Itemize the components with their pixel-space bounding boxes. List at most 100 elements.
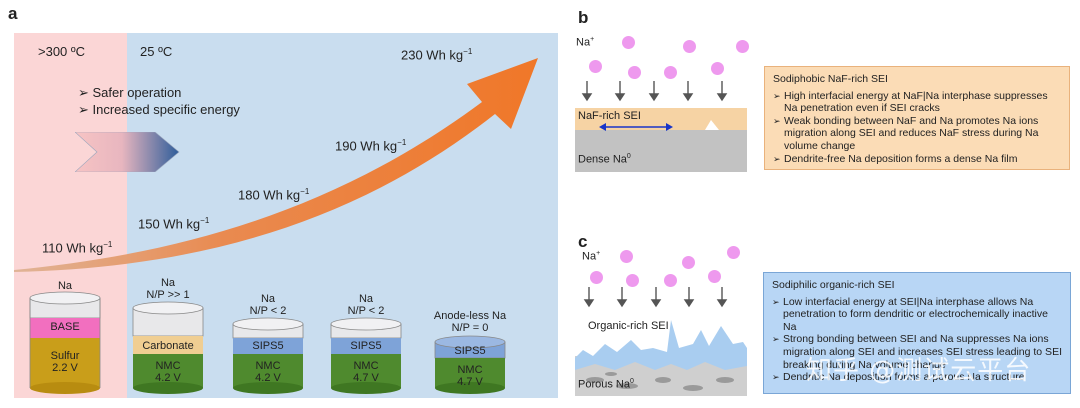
panel-b-arrows [581,81,728,102]
cell-5-title-text: Anode-less Na [433,310,507,322]
temp-room-label: 25 ºC [140,44,173,59]
na-ion-dot [664,66,677,79]
energy-180-sup: −1 [300,187,310,196]
cell-2-voltage: 4.2 V [155,372,181,384]
cell-1-title: Na [30,280,100,292]
panel-c-metal-sup: 0 [629,378,634,385]
panel-c-ion-label: Na+ [582,250,600,263]
panel-a: a >300 ºC 25 ºC ➢ Safer operation ➢ Incr… [8,4,558,398]
panel-c-info-box: Sodiphilic organic-rich SEI Low interfac… [763,272,1071,394]
na-ion-dot [708,270,721,283]
energy-180-text: 180 Wh kg [238,187,301,203]
na-ion-dot [626,274,639,287]
panel-c-box-title: Sodiphilic organic-rich SEI [772,279,895,291]
cell-2-cylinder [132,301,204,394]
panel-b-letter: b [578,8,589,27]
cell-3-layer-sips5: SIPS5 [252,340,284,352]
cell-4-layer-nmc: NMC [353,360,379,372]
panel-b-ion-label: Na+ [576,36,594,49]
energy-190-sup: −1 [397,138,407,147]
energy-label-180: 180 Wh kg−1 [238,187,309,202]
panel-b-box-item: Weak bonding between NaF and Na promotes… [773,115,1061,153]
panel-b-box-item: Dendrite-free Na deposition forms a dens… [773,153,1061,166]
energy-190-text: 190 Wh kg [335,138,398,154]
na-ion-dot [711,62,724,75]
cell-4-title-text: Na [358,293,374,305]
cell-1-layer-sulfur: Sulfur [50,350,80,362]
cell-3-title-text: Na [260,293,276,305]
panel-c-layers [575,320,747,396]
panel-c-layer-label: Organic-rich SEI [588,320,669,332]
panel-b-box-title: Sodiphobic NaF-rich SEI [773,73,888,85]
panel-c-box-item: Strong bonding between SEI and Na suppre… [772,333,1062,371]
panel-c-letter: c [578,232,588,251]
cell-1-layer-base: BASE [50,321,80,333]
cell-4-layer-sips5: SIPS5 [350,340,382,352]
cell-3-layer-nmc: NMC [255,360,281,372]
cell-5-layer-sips5: SIPS5 [454,345,486,357]
panel-b-layers [575,108,747,172]
energy-230-text: 230 Wh kg [401,47,464,63]
bullet-energy-text: Increased specific energy [92,102,240,117]
cell-5-voltage: 4.7 V [457,376,483,388]
cell-4-sub: N/P < 2 [347,305,385,317]
na-ion-dot [590,271,603,284]
bullet-safer: ➢ Safer operation [78,85,182,100]
energy-label-230: 230 Wh kg−1 [401,47,472,62]
cell-1-cylinder [29,291,101,394]
panel-b-box-list: High interfacial energy at NaF|Na interp… [773,90,1061,166]
panel-b-layer-label: NaF-rich SEI [578,110,641,122]
panel-c-ion-sup: + [596,250,601,257]
na-ion-dot [622,36,635,49]
panel-c-arrows [583,287,728,308]
energy-label-110: 110 Wh kg−1 [42,240,112,255]
panel-a-letter: a [8,4,18,23]
na-ion-dot [683,40,696,53]
cell-1-title-text: Na [57,280,73,292]
panel-b-ion: Na [576,36,591,49]
bullet-energy: ➢ Increased specific energy [78,102,240,117]
energy-150-sup: −1 [200,216,210,225]
cell-4-cylinder [330,317,402,394]
panel-b-info-box: Sodiphobic NaF-rich SEI High interfacial… [764,66,1070,170]
cell-2-layer-nmc: NMC [155,360,181,372]
na-ion-dot [628,66,641,79]
cell-5-cylinder [434,335,506,394]
panel-c-box-item: Dendritic Na deposition forms a porous N… [772,371,1062,384]
panel-b: b Na+ NaF-rich SEI Dense Na0 Sodiphobic … [570,0,1080,200]
cell-2-title-text: Na [160,277,176,289]
panel-c-metal-label: Porous Na0 [578,378,634,391]
panel-c-box-item: Low interfacial energy at SEI|Na interph… [772,296,1062,334]
na-ion-dot [682,256,695,269]
panel-b-metal-sup: 0 [626,153,631,160]
cell-3-cylinder [232,317,304,394]
energy-110-sup: −1 [103,240,113,249]
energy-110-text: 110 Wh kg [42,240,104,256]
cell-2-layer-carbonate: Carbonate [142,340,194,352]
watermark: 知乎 @测试云平台 [806,356,1032,386]
panel-b-metal-text: Dense Na [578,153,627,166]
temp-high-label: >300 ºC [38,44,86,59]
cell-2-sub: N/P >> 1 [146,289,190,301]
na-ion-dot [620,250,633,263]
panel-b-ion-sup: + [590,36,595,43]
cell-1-voltage: 2.2 V [52,362,78,374]
na-ion-dot [727,246,740,259]
energy-150-text: 150 Wh kg [138,216,201,232]
energy-label-150: 150 Wh kg−1 [138,216,209,231]
cell-5-sub: N/P = 0 [451,322,489,334]
panel-b-box-item: High interfacial energy at NaF|Na interp… [773,90,1061,115]
cell-3-voltage: 4.2 V [255,372,281,384]
energy-arrow [14,58,538,272]
energy-230-sup: −1 [463,47,473,56]
na-ion-dot [589,60,602,73]
na-ion-dot [664,274,677,287]
energy-label-190: 190 Wh kg−1 [335,138,406,153]
na-ion-dot [736,40,749,53]
panel-c-ion: Na [582,250,597,263]
cell-4-voltage: 4.7 V [353,372,379,384]
